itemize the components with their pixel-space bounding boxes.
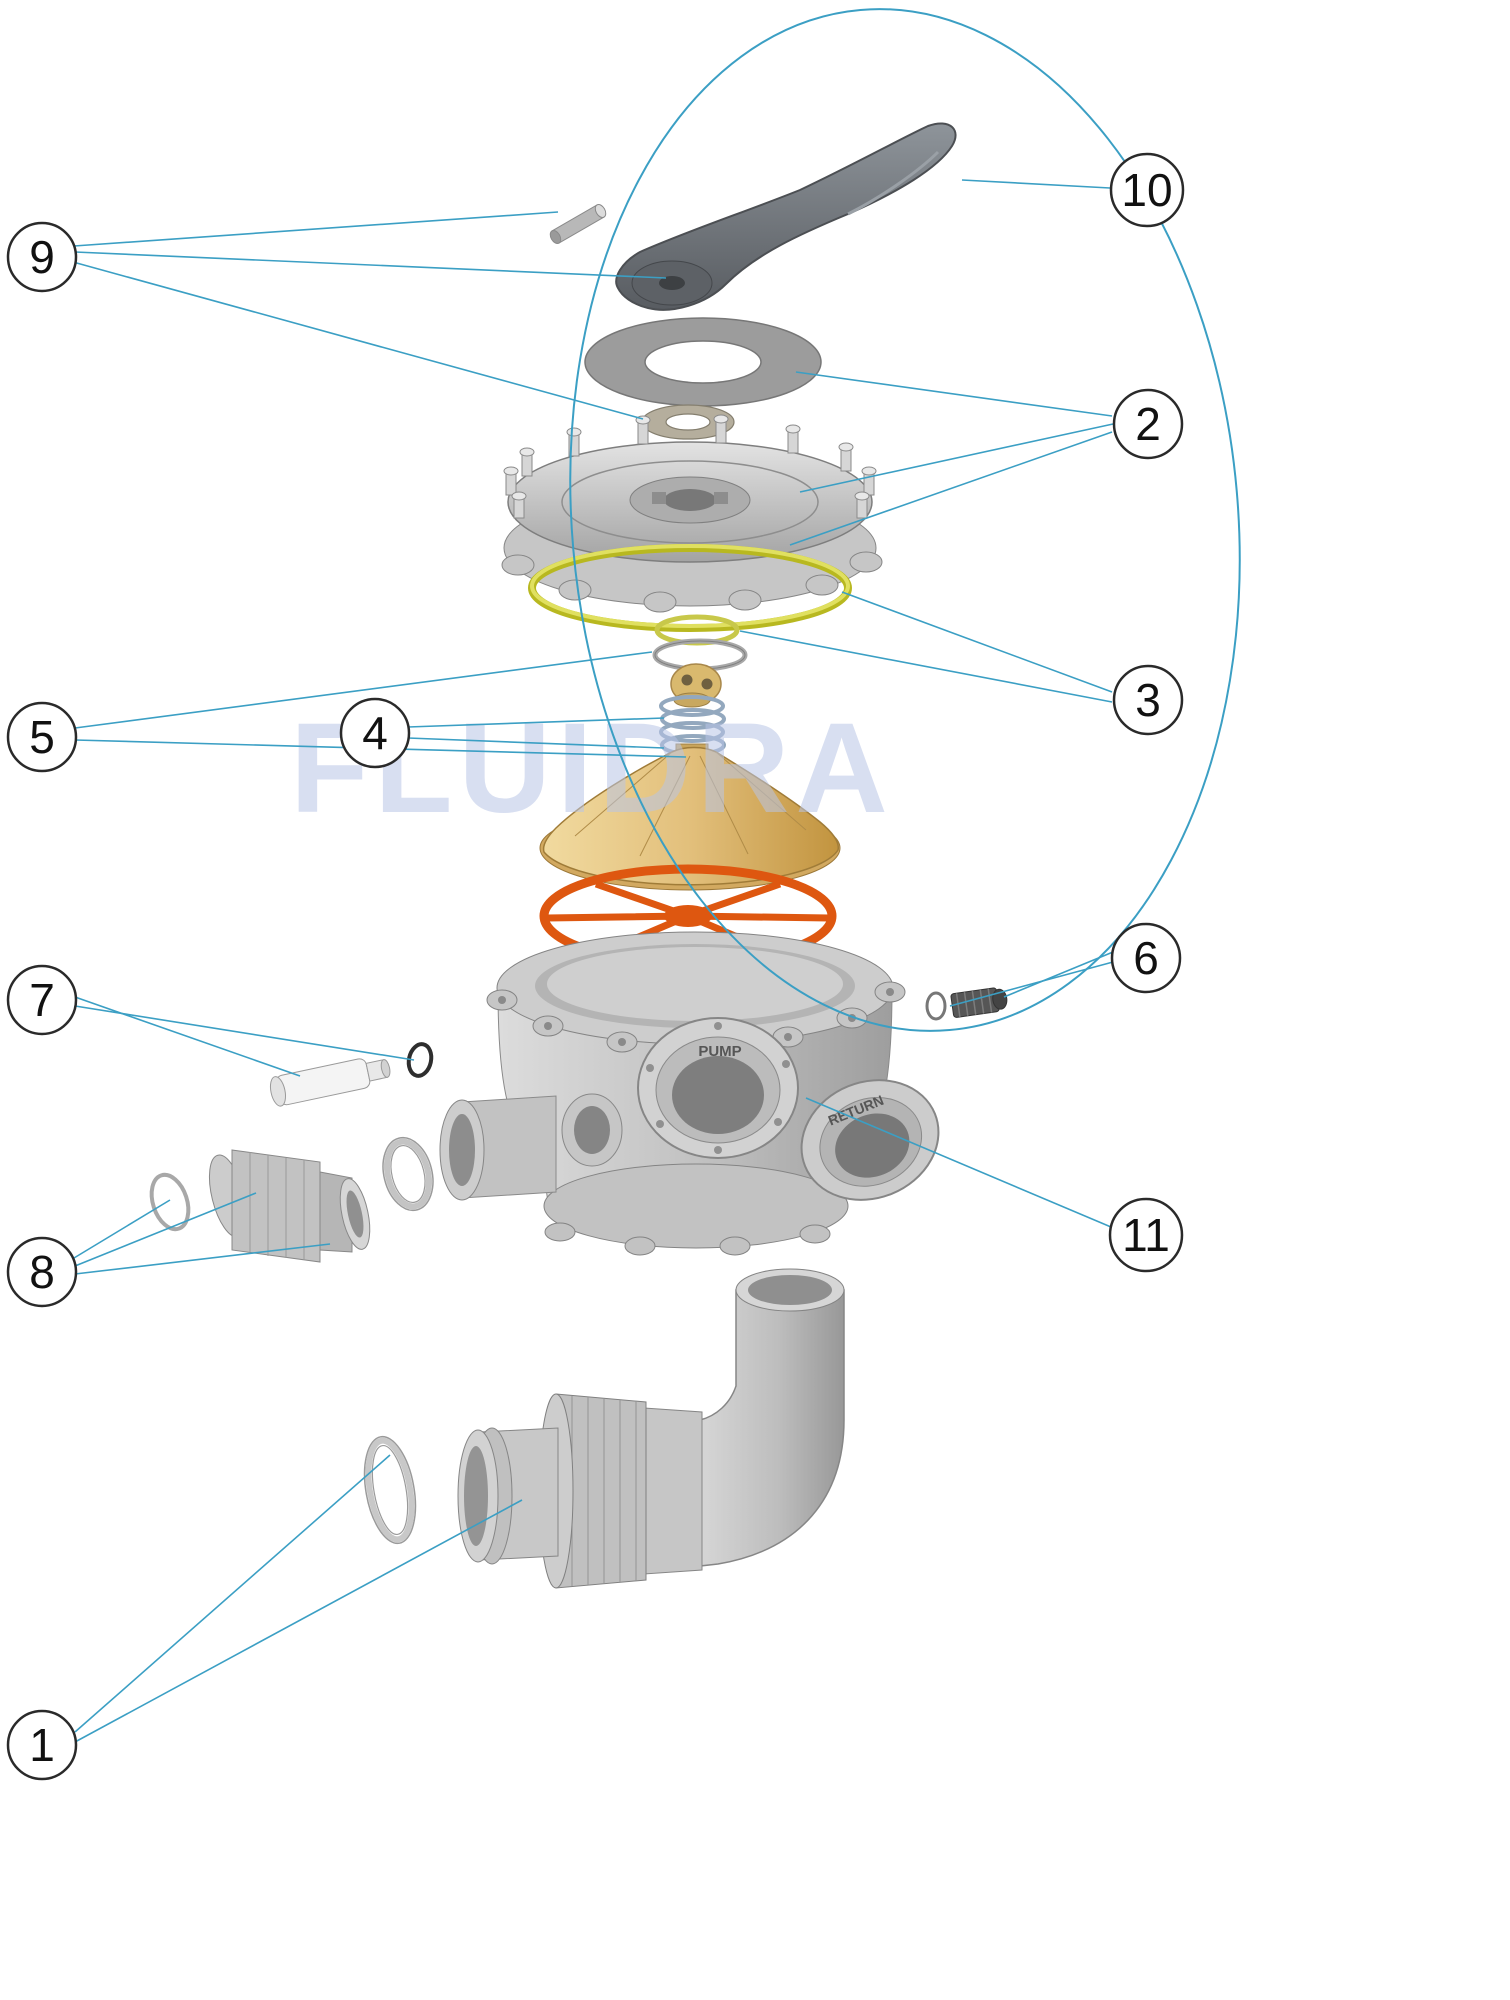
callout-1: 1 [6, 1709, 78, 1781]
callout-2: 2 [1112, 388, 1184, 460]
body-bottom-flange [543, 1163, 849, 1249]
callout-4: 4 [339, 697, 411, 769]
svg-text:2: 2 [1135, 398, 1161, 450]
callout-7: 7 [6, 964, 78, 1036]
svg-text:10: 10 [1121, 164, 1172, 216]
handle-top-washer [584, 317, 822, 407]
svg-text:4: 4 [362, 707, 388, 759]
union-seal-ring [382, 1136, 434, 1212]
pump-label: PUMP [698, 1043, 741, 1060]
svg-text:3: 3 [1135, 674, 1161, 726]
svg-text:6: 6 [1133, 932, 1159, 984]
callout-6: 6 [1110, 922, 1182, 994]
union-oring [149, 1172, 191, 1232]
elbow-pipe [363, 1268, 845, 1589]
lid-oring-large [528, 544, 852, 632]
sight-glass-plug [925, 987, 1008, 1021]
pump-port: PUMP [637, 1017, 799, 1159]
valve-handle [615, 122, 957, 311]
valve-lid [507, 441, 873, 563]
callout-9: 9 [6, 221, 78, 293]
lid-bolts [503, 414, 877, 519]
svg-text:8: 8 [29, 1246, 55, 1298]
svg-text:11: 11 [1122, 1209, 1170, 1261]
callout-10: 10 [1109, 152, 1185, 228]
body-top-flange [486, 931, 906, 1055]
callout-8: 8 [6, 1236, 78, 1308]
waste-port [439, 1095, 557, 1201]
handle-small-washer [641, 404, 735, 440]
svg-text:7: 7 [29, 974, 55, 1026]
handle-pin [549, 204, 607, 244]
plug-oring [406, 1042, 434, 1078]
assembly-group-ellipse [569, 8, 1241, 1032]
diverter-cone [539, 746, 841, 891]
leader-lines [72, 179, 1114, 1743]
svg-text:1: 1 [29, 1719, 55, 1771]
callout-3: 3 [1112, 664, 1184, 736]
callout-11: 11 [1108, 1197, 1184, 1273]
valve-body: PUMP RETURN [439, 931, 940, 1256]
svg-text:5: 5 [29, 711, 55, 763]
drain-plug [269, 1042, 434, 1107]
callout-5: 5 [6, 701, 78, 773]
svg-text:9: 9 [29, 231, 55, 283]
plug-oring-small [925, 991, 947, 1021]
front-left-port [561, 1093, 623, 1167]
pipe-clamp-ring [363, 1435, 417, 1545]
union-fitting [149, 1136, 434, 1263]
